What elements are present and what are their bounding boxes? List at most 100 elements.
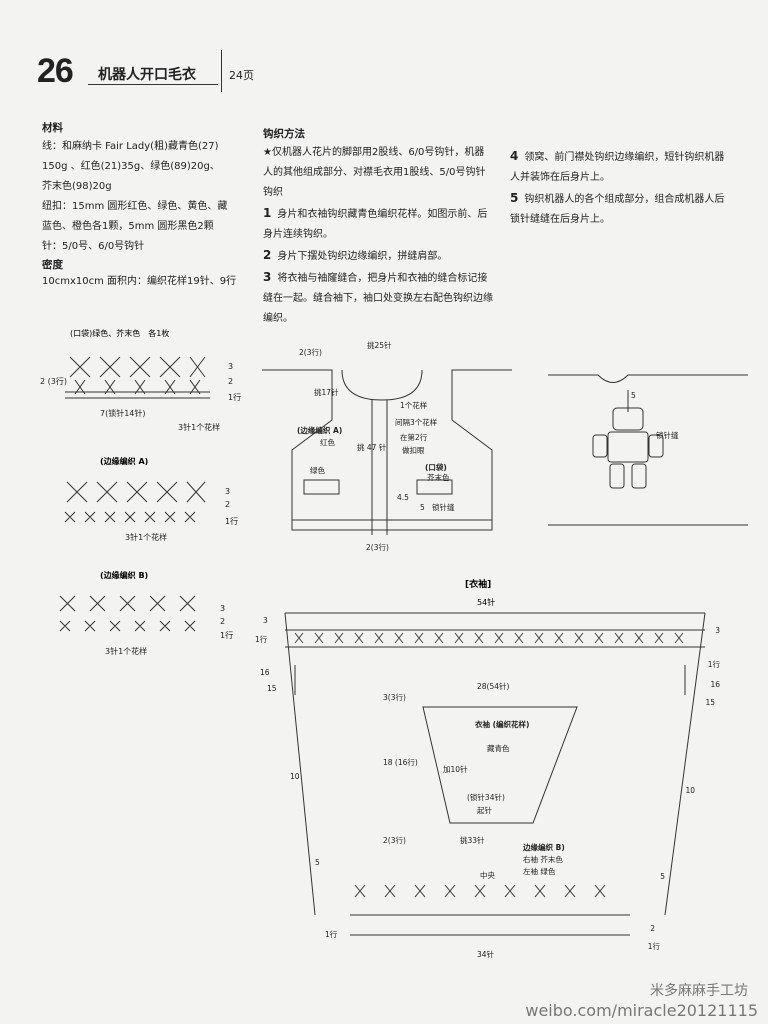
sleeve-left-row: 3	[263, 616, 268, 625]
edge-a-stitches	[64, 481, 206, 523]
sleeve-left-row: 5	[315, 858, 320, 867]
robot-diagram: 5 锁针缝	[548, 374, 748, 526]
sleeve-chain: (锁针34针)	[467, 792, 505, 802]
body-edge-a-label: (边缘编织 A)	[297, 425, 342, 435]
body-outline	[262, 369, 512, 535]
sleeve-schematic	[422, 706, 578, 824]
materials-line: 150g 、红色(21)35g、绿色(89)20g、	[42, 161, 220, 172]
method-step: 2 身片下摆处钩织边缘编织，拼缝肩部。	[263, 245, 493, 267]
pocket-stitches	[65, 356, 210, 399]
body-pocket-label: (口袋)	[425, 462, 447, 472]
pattern-number: 26	[37, 52, 74, 90]
body-motif-label: 1个花样	[400, 400, 428, 410]
watermark-url: weibo.com/miracle20121115	[525, 1001, 758, 1020]
sleeve-pick: 挑33针	[460, 835, 485, 845]
step-number: 1	[263, 206, 272, 220]
sleeve-bottom-count: 34针	[477, 949, 495, 959]
body-seam-label: 锁针缝	[432, 502, 455, 512]
sleeve-left-row: 10	[290, 772, 300, 781]
title-underline	[88, 84, 218, 85]
watermark-brand: 米多麻麻手工坊	[650, 983, 748, 999]
header-divider	[221, 50, 222, 92]
pocket-base-label: 7(锁针14针)	[100, 408, 146, 418]
sleeve-inc: 加10针	[443, 764, 468, 774]
sleeve-top-count: 54针	[477, 597, 495, 607]
body-measure-45: 4.5	[397, 493, 409, 502]
pocket-row-label: 1行	[228, 392, 241, 402]
density-heading: 密度	[42, 259, 63, 271]
sleeve-height: 18 (16行)	[383, 757, 418, 767]
step-number: 2	[263, 248, 272, 262]
sleeve-inner-title: 衣袖 (编织花样)	[475, 719, 529, 729]
materials-line: 针：5/0号、6/0号钩针	[42, 241, 145, 252]
pocket-repeat-label: 3针1个花样	[178, 422, 220, 432]
sleeve-inner-color: 藏青色	[487, 743, 510, 753]
robot-measure: 5	[631, 391, 636, 400]
step-text: 身片下摆处钩织边缘编织，拼缝肩部。	[277, 251, 448, 262]
sleeve-left-row: 1行	[325, 929, 338, 939]
edge-b-chart: (边缘编织 B) 3 2 1行 3针1个花样	[59, 570, 233, 656]
body-red-label: 红色	[320, 437, 335, 447]
pocket-chart: (口袋)绿色、芥末色 各1枚 3 2 1行 2 (3行) 7(锁针14针) 3针…	[40, 328, 241, 432]
sleeve-right-row: 3	[715, 626, 720, 635]
materials-line: 蓝色、橙色各1颗，5mm 圆形黑色2颗	[42, 221, 214, 232]
step-text: 身片和衣袖钩织藏青色编织花样。如图示前、后身片连续钩织。	[263, 209, 488, 240]
sleeve-start: 起针	[477, 805, 492, 815]
pocket-side-label: 2 (3行)	[40, 376, 67, 386]
sleeve-center: 中央	[480, 870, 495, 880]
method-section: 钩织方法 ★仅机器人花片的脚部用2股线、6/0号钩针，机器人的其他组成部分、对襟…	[263, 126, 493, 329]
density-text: 10cmx10cm 面积内：编织花样19针、9行	[42, 276, 237, 287]
edge-a-row-label: 3	[225, 487, 230, 496]
body-neck-label: 挑25针	[367, 340, 392, 350]
pattern-title: 机器人开口毛衣	[98, 67, 196, 83]
materials-line: 纽扣：15mm 圆形红色、绿色、黄色、藏	[42, 201, 228, 212]
sleeve-right-row: 10	[685, 786, 695, 795]
materials-lines: 线：和麻纳卡 Fair Lady(粗)藏青色(27) 150g 、红色(21)3…	[42, 137, 267, 257]
sleeve-left-row: 16	[260, 668, 270, 677]
edge-b-row-label: 3	[220, 604, 225, 613]
step-text: 钩织机器人的各个组成部分，组合成机器人后锁针缝缝在后身片上。	[510, 194, 725, 225]
body-sides-label: 挑17针	[314, 387, 339, 397]
sleeve-stitches	[284, 612, 706, 936]
page-reference: 24页	[229, 69, 254, 82]
pocket-row-label: 2	[228, 377, 233, 386]
method-intro: ★仅机器人花片的脚部用2股线、6/0号钩针，机器人的其他组成部分、对襟毛衣用1股…	[263, 147, 486, 198]
body-diagram: 2(3行) 挑25针 挑17针 1个花样 间隔3个花样 在第2行 做扣眼 (边缘…	[262, 340, 512, 552]
body-gap-label: 间隔3个花样	[395, 417, 438, 427]
body-measure-5: 5	[420, 503, 425, 512]
edge-a-row-label: 1行	[225, 516, 238, 526]
edge-b-row-label: 1行	[220, 630, 233, 640]
body-bottom-label: 2(3行)	[366, 542, 389, 552]
edge-a-row-label: 2	[225, 500, 230, 509]
edge-b-row-label: 2	[220, 617, 225, 626]
edge-a-title: (边缘编织 A)	[100, 456, 148, 466]
materials-line: 线：和麻纳卡 Fair Lady(粗)藏青色(27)	[42, 141, 219, 152]
step-number: 4	[510, 149, 519, 163]
sleeve-right-row: 15	[705, 698, 715, 707]
body-buttonhole-label: 做扣眼	[402, 445, 425, 455]
materials-heading: 材料	[42, 122, 63, 134]
sleeve-edge-b: 边缘编织 B)	[522, 842, 565, 852]
materials-line: 芥末色(98)20g	[42, 181, 112, 192]
sleeve-right-row: 1行	[648, 941, 661, 951]
sleeve-chart: [衣袖] 54针 衣袖 (编织花样) 藏青色 28(54针) 3(3行) 18 …	[255, 578, 721, 959]
edge-b-title: (边缘编织 B)	[100, 570, 148, 580]
step-text: 将衣袖与袖窿缝合，把身片和衣袖的缝合标记接缝在一起。缝合袖下，袖口处变换左右配色…	[263, 273, 493, 324]
sleeve-right-row: 1行	[708, 659, 721, 669]
sleeve-bottom-rows: 2(3行)	[383, 835, 406, 845]
robot-outline	[548, 374, 748, 526]
pocket-chart-title: (口袋)绿色、芥末色 各1枚	[70, 328, 169, 338]
sleeve-width: 28(54针)	[477, 681, 510, 691]
step-number: 5	[510, 191, 519, 205]
body-mustard-label: 芥末色	[427, 472, 450, 482]
robot-seam-label: 锁针缝	[656, 430, 679, 440]
edge-b-stitches	[59, 595, 196, 632]
edge-a-chart: (边缘编织 A) 3 2 1行 3针1个花样	[64, 456, 238, 542]
materials-section: 材料 线：和麻纳卡 Fair Lady(粗)藏青色(27) 150g 、红色(2…	[42, 120, 267, 292]
sleeve-left-row: 1行	[255, 634, 268, 644]
body-green-label: 绿色	[310, 465, 325, 475]
